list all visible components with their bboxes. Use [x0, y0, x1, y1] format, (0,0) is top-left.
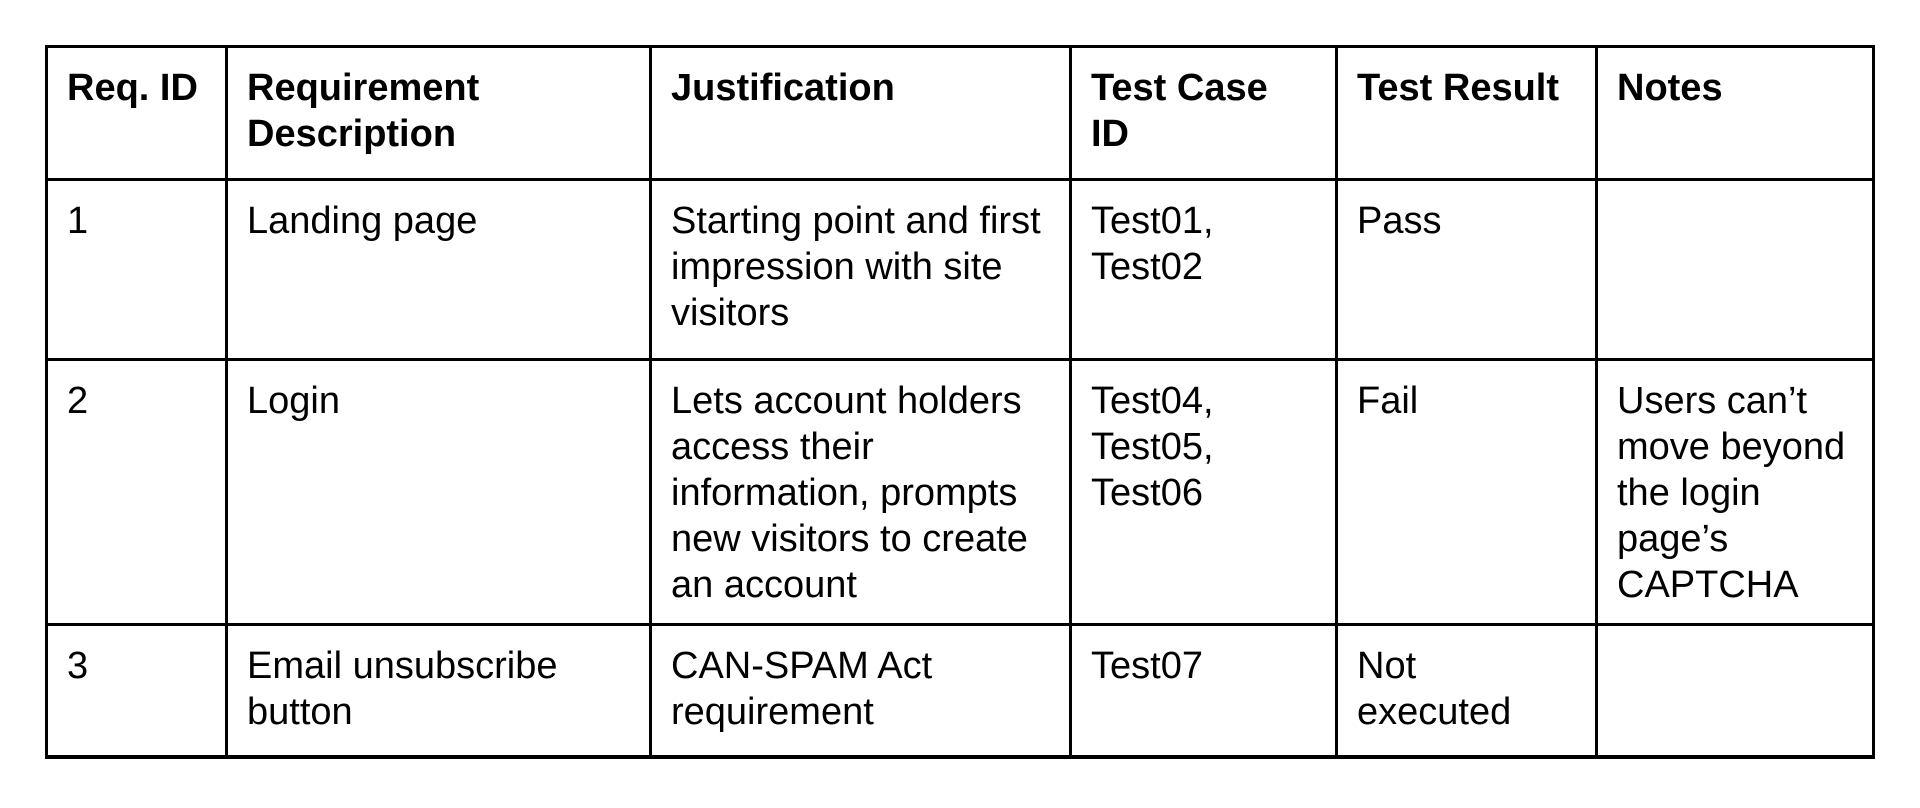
cell-notes: Users can’t move beyond the login page’s…: [1595, 358, 1875, 626]
cell-test-result: Not executed: [1335, 623, 1598, 758]
table-row: 2 Login Lets account holders access thei…: [45, 358, 1875, 626]
column-header-test-case-id: Test Case ID: [1069, 45, 1338, 181]
cell-req-id: 3: [45, 623, 228, 758]
cell-justification: Starting point and first impression with…: [649, 178, 1072, 361]
cell-notes: [1595, 178, 1875, 361]
cell-requirement-description: Email unsubscribe button: [225, 623, 652, 758]
column-header-justification: Justification: [649, 45, 1072, 181]
column-header-req-id: Req. ID: [45, 45, 228, 181]
column-header-test-result: Test Result: [1335, 45, 1598, 181]
cell-test-case-id: Test07: [1069, 623, 1338, 758]
table-row: 1 Landing page Starting point and first …: [45, 178, 1875, 361]
cell-justification: CAN-SPAM Act requirement: [649, 623, 1072, 758]
cell-notes: [1595, 623, 1875, 758]
cell-req-id: 2: [45, 358, 228, 626]
cell-test-case-id: Test04, Test05, Test06: [1069, 358, 1338, 626]
cell-test-case-id: Test01, Test02: [1069, 178, 1338, 361]
cell-justification: Lets account holders access their inform…: [649, 358, 1072, 626]
column-header-requirement-description: Requirement Description: [225, 45, 652, 181]
cell-test-result: Fail: [1335, 358, 1598, 626]
cell-requirement-description: Login: [225, 358, 652, 626]
column-header-notes: Notes: [1595, 45, 1875, 181]
table-row: 3 Email unsubscribe button CAN-SPAM Act …: [45, 623, 1875, 758]
cell-req-id: 1: [45, 178, 228, 361]
requirements-traceability-table: Req. ID Requirement Description Justific…: [45, 45, 1875, 759]
cell-requirement-description: Landing page: [225, 178, 652, 361]
table-header-row: Req. ID Requirement Description Justific…: [45, 45, 1875, 181]
cell-test-result: Pass: [1335, 178, 1598, 361]
